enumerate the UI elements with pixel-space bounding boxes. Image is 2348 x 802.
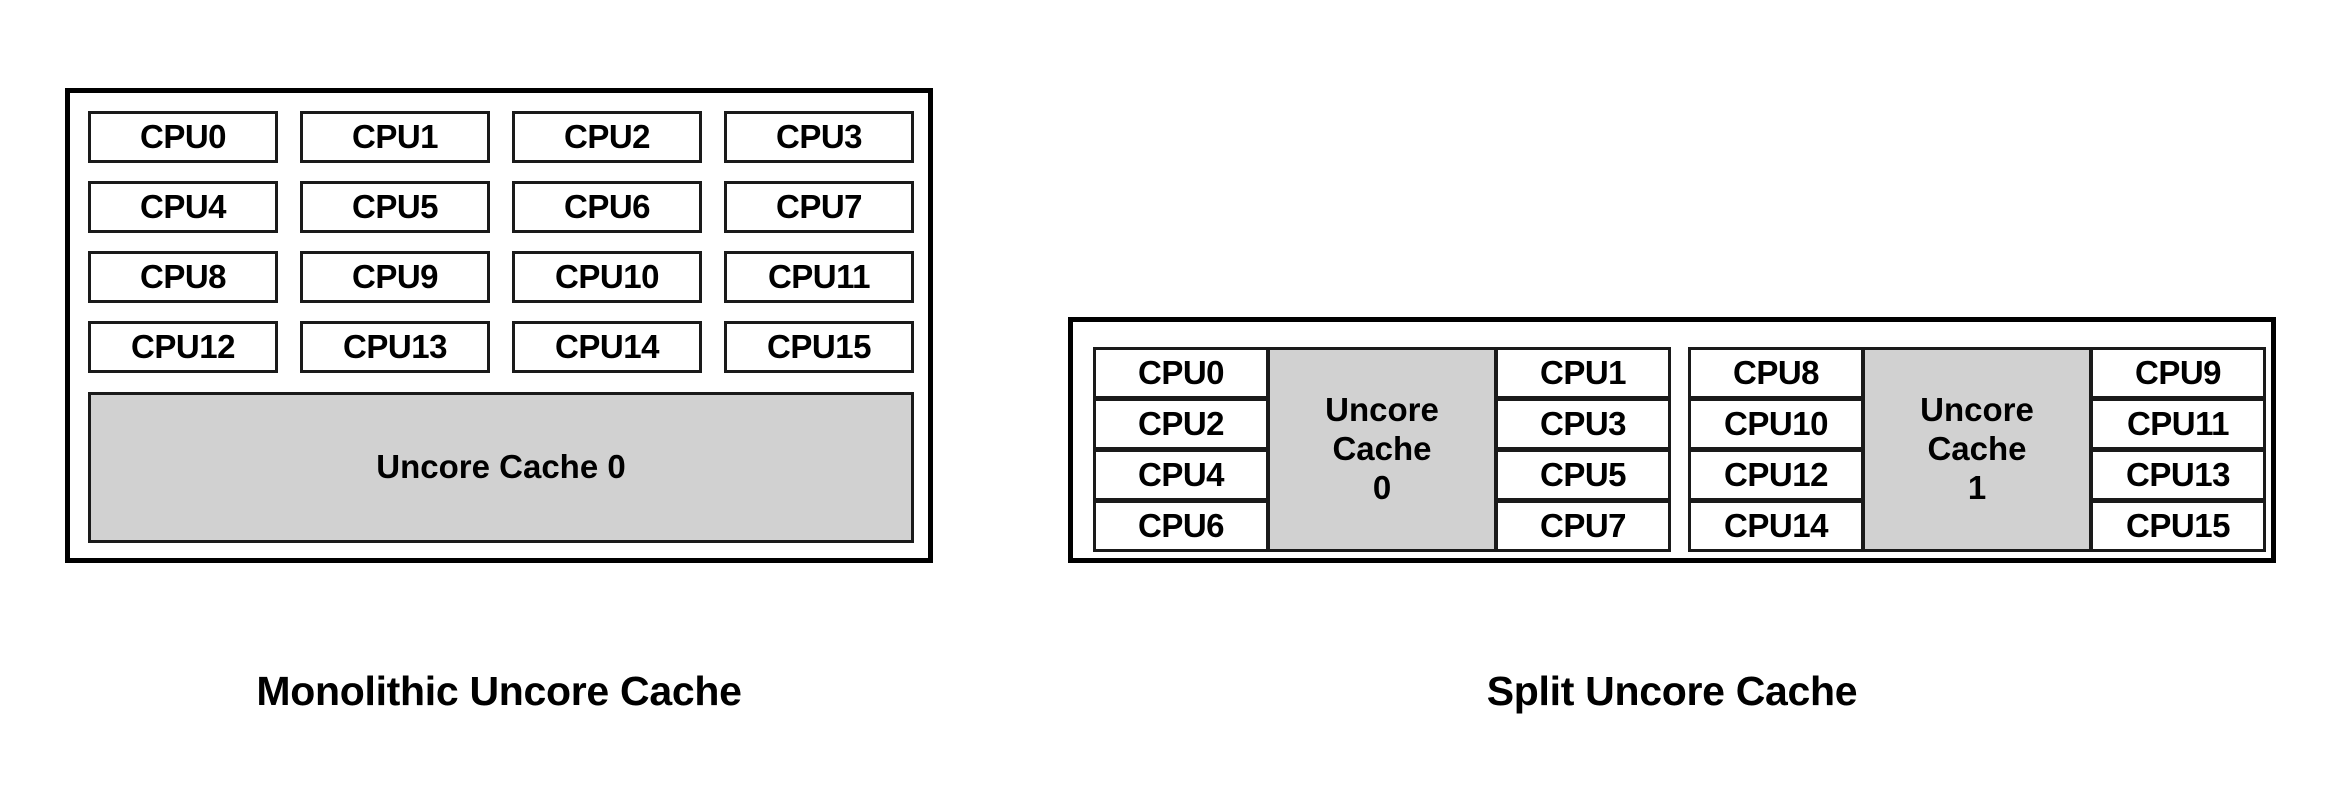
cpu-box[interactable]: CPU9 (2090, 347, 2266, 399)
split-cache-group-1: CPU8 CPU10 CPU12 CPU14 Uncore Cache 1 CP… (1688, 347, 2266, 552)
uncore-cache-block[interactable]: Uncore Cache 0 (1267, 347, 1497, 552)
cpu-box[interactable]: CPU15 (724, 321, 914, 373)
uncore-cache-block[interactable]: Uncore Cache 1 (1862, 347, 2092, 552)
cpu-box[interactable]: CPU3 (724, 111, 914, 163)
monolithic-diagram-caption: Monolithic Uncore Cache (256, 668, 742, 714)
uncore-cache-label-line2: Cache (1927, 430, 2027, 468)
cpu-box[interactable]: CPU5 (300, 181, 490, 233)
cpu-box[interactable]: CPU14 (1688, 500, 1864, 552)
cpu-box[interactable]: CPU3 (1495, 398, 1671, 450)
split-socket-frame: CPU0 CPU2 CPU4 CPU6 Uncore Cache 0 CPU1 … (1068, 317, 2276, 563)
uncore-cache-block[interactable]: Uncore Cache 0 (88, 392, 914, 543)
cpu-box[interactable]: CPU10 (512, 251, 702, 303)
uncore-cache-label-line3: 0 (1372, 468, 1392, 506)
cpu-box[interactable]: CPU1 (1495, 347, 1671, 399)
uncore-cache-label-line1: Uncore (1920, 391, 2034, 429)
cpu-box[interactable]: CPU5 (1495, 449, 1671, 501)
cpu-box[interactable]: CPU2 (512, 111, 702, 163)
cpu-box[interactable]: CPU4 (1093, 449, 1269, 501)
cpu-box[interactable]: CPU12 (88, 321, 278, 373)
cpu-box[interactable]: CPU2 (1093, 398, 1269, 450)
cpu-box[interactable]: CPU6 (512, 181, 702, 233)
cpu-box[interactable]: CPU4 (88, 181, 278, 233)
cpu-box[interactable]: CPU13 (2090, 449, 2266, 501)
split-uncore-cache-diagram: CPU0 CPU2 CPU4 CPU6 Uncore Cache 0 CPU1 … (1000, 0, 2348, 802)
uncore-cache-label-line3: 1 (1967, 468, 1987, 506)
cpu-box[interactable]: CPU14 (512, 321, 702, 373)
cpu-box[interactable]: CPU12 (1688, 449, 1864, 501)
cpu-box[interactable]: CPU7 (1495, 500, 1671, 552)
cpu-box[interactable]: CPU8 (1688, 347, 1864, 399)
cpu-box[interactable]: CPU9 (300, 251, 490, 303)
cpu-box[interactable]: CPU1 (300, 111, 490, 163)
uncore-cache-label-line1: Uncore (1325, 391, 1439, 429)
split-diagram-caption: Split Uncore Cache (1486, 668, 1858, 714)
cpu-box[interactable]: CPU6 (1093, 500, 1269, 552)
cpu-box[interactable]: CPU10 (1688, 398, 1864, 450)
uncore-cache-label-line2: Cache (1332, 430, 1432, 468)
monolithic-uncore-cache-diagram: CPU0 CPU1 CPU2 CPU3 CPU4 CPU5 CPU6 CPU7 … (0, 0, 1000, 802)
cpu-box[interactable]: CPU7 (724, 181, 914, 233)
cpu-box[interactable]: CPU13 (300, 321, 490, 373)
cpu-box[interactable]: CPU0 (1093, 347, 1269, 399)
cpu-box[interactable]: CPU8 (88, 251, 278, 303)
split-cache-group-0: CPU0 CPU2 CPU4 CPU6 Uncore Cache 0 CPU1 … (1093, 347, 1671, 552)
cpu-box[interactable]: CPU11 (2090, 398, 2266, 450)
cpu-box[interactable]: CPU15 (2090, 500, 2266, 552)
monolithic-socket-frame: CPU0 CPU1 CPU2 CPU3 CPU4 CPU5 CPU6 CPU7 … (65, 88, 933, 563)
cpu-box[interactable]: CPU0 (88, 111, 278, 163)
cpu-box[interactable]: CPU11 (724, 251, 914, 303)
